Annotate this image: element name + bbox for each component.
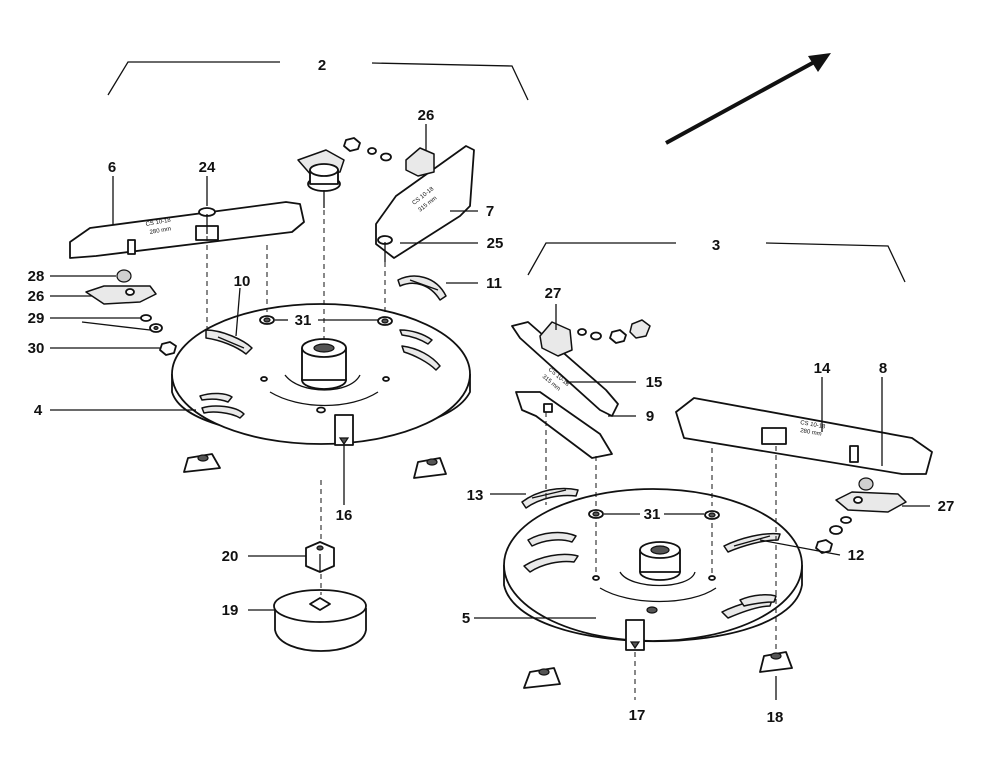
callout-17: 17 [629,707,646,724]
callout-25: 25 [487,235,504,252]
callout-16: 16 [336,507,353,524]
roller-28 [116,269,132,283]
callout-14: 14 [814,360,831,377]
callout-31-right: 31 [644,506,661,523]
knife-13 [521,487,579,509]
callout-6: 6 [108,159,116,176]
callout-11: 11 [486,275,502,292]
knife-holder-27-right [835,477,907,513]
blade-6-mark-2: 280 mm [149,226,171,236]
callout-29: 29 [28,310,45,327]
callout-10: 10 [234,273,251,290]
cutter-disc-right [503,488,803,689]
fasteners-27-top [577,319,651,344]
callout-19: 19 [222,602,239,619]
callout-18: 18 [767,709,784,726]
callout-5: 5 [462,610,470,627]
callout-20: 20 [222,548,239,565]
nut-30 [159,341,177,356]
knife-11 [397,275,447,301]
callout-28: 28 [28,268,45,285]
knife-12 [723,532,781,553]
callout-15: 15 [646,374,663,391]
callout-3: 3 [712,237,720,254]
callout-24: 24 [199,159,216,176]
callout-30: 30 [28,340,45,357]
bracket-group-3 [527,242,906,283]
callout-31-left: 31 [295,312,312,329]
callout-26-left: 26 [28,288,45,305]
pulley-19 [273,589,367,652]
blade-8-mark-2: 280 mm [800,428,822,438]
callout-12: 12 [848,547,865,564]
bracket-group-2 [107,61,529,101]
callout-labels: 2 3 4 5 6 7 8 9 10 11 12 13 14 15 16 17 … [28,57,955,726]
knife-10 [205,329,253,355]
callout-26-top: 26 [418,107,435,124]
callout-8: 8 [879,360,887,377]
callout-4: 4 [34,402,43,419]
blade-7: CS 10-18 315 mm [375,145,475,259]
leader-lines [50,124,930,700]
callout-27-right: 27 [938,498,955,515]
blade-6: CS 10-18 280 mm [69,201,305,259]
direction-arrow-icon [665,53,831,145]
knob-bolt [297,149,345,208]
fasteners-26-top [343,137,392,162]
bolt-25 [377,235,393,262]
callout-2: 2 [318,57,326,74]
washers-nut-right [815,516,852,554]
knife-holder-26-left [85,285,157,305]
square-drive-20 [305,541,335,573]
callout-13: 13 [467,487,484,504]
cutter-disc-left [171,303,471,479]
callout-27-top: 27 [545,285,562,302]
bolt-24 [198,207,216,234]
callout-7: 7 [486,203,494,220]
blade-8: CS 10-18 280 mm [675,397,933,475]
blade-8-mark-1: CS 10-18 [800,420,827,430]
blade-15: CS 10-18 315 mm [511,321,619,417]
callout-9: 9 [646,408,654,425]
blade-6-mark-1: CS 10-18 [145,218,172,228]
blade-9 [515,391,613,459]
